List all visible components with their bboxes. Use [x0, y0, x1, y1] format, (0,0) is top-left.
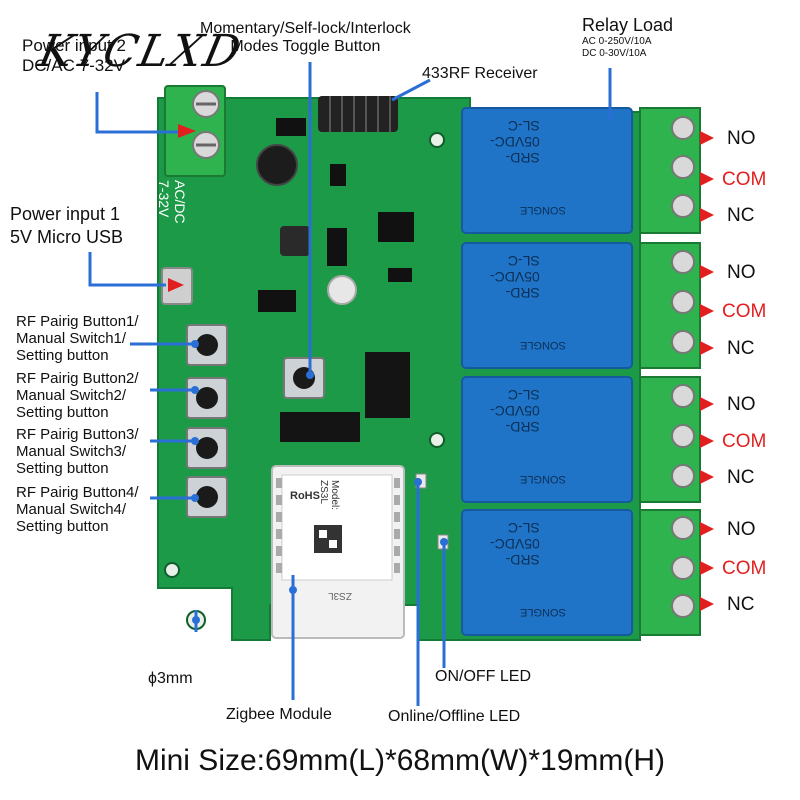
relay-model-print: SRD-05VDC-SL-C: [489, 520, 540, 568]
relay-model-print: SRD-05VDC-SL-C: [489, 253, 540, 301]
rf-button-1-label: RF Pairig Button1/ Manual Switch1/ Setti…: [16, 313, 139, 364]
relay-brand-print: SONGLE: [520, 339, 566, 351]
mounting-hole: [429, 132, 445, 148]
rf-button-2: [186, 377, 228, 419]
rf-button-4: [186, 476, 228, 518]
online-offline-led-label: Online/Offline LED: [388, 708, 521, 725]
relay-terminal-block: [639, 107, 701, 636]
pointer-lines: [88, 62, 612, 706]
relay-2-com-label: COM: [722, 301, 767, 322]
relay-3-com-label: COM: [722, 431, 767, 452]
relay-3-no-label: NO: [727, 394, 756, 415]
size-footer: Mini Size:69mm(L)*68mm(W)*19mm(H): [134, 744, 666, 777]
relay-1: [461, 107, 633, 234]
relay-3: [461, 376, 633, 503]
module-name-print: ZS3L: [328, 590, 352, 601]
relay-1-com-label: COM: [722, 169, 767, 190]
power-input2-arrow-head: [178, 124, 196, 138]
onoff-led-label: ON/OFF LED: [435, 668, 532, 685]
relay-4-com-label: COM: [722, 558, 767, 579]
rf-receiver-label: 433RF Receiver: [422, 65, 538, 82]
rohs-print: RoHS: [290, 490, 320, 502]
relay-load-label: Relay Load AC 0-250V/10A DC 0-30V/10A: [582, 15, 674, 59]
relay-brand-print: SONGLE: [520, 204, 566, 216]
zigbee-module-label: Zigbee Module: [226, 706, 332, 723]
relay-4-no-label: NO: [727, 519, 756, 540]
relay-brand-print: SONGLE: [520, 606, 566, 618]
relay-model-print: SRD-05VDC-SL-C: [489, 118, 540, 166]
relay-brand-print: SONGLE: [520, 473, 566, 485]
rf-button-3-label: RF Pairig Button3/ Manual Switch3/ Setti…: [16, 426, 139, 477]
mounting-hole: [429, 432, 445, 448]
relay-2-nc-label: NC: [727, 338, 755, 359]
hole-label: ϕ3mm: [148, 670, 193, 687]
rf-button-3: [186, 427, 228, 469]
capacitor: [256, 144, 298, 186]
module-model-print: Model: ZS3L: [318, 480, 340, 511]
rf-button-4-label: RF Pairig Button4/ Manual Switch4/ Setti…: [16, 484, 139, 535]
mounting-hole: [164, 562, 180, 578]
ic-chip: [365, 352, 410, 418]
qr-code: [314, 525, 342, 553]
power-input-1-label: Power input 1 5V Micro USB: [10, 204, 124, 247]
relay-3-nc-label: NC: [727, 467, 755, 488]
ic-chip: [280, 412, 360, 442]
terminal-screws: [671, 116, 695, 618]
relay-4: [461, 509, 633, 636]
relay-1-no-label: NO: [727, 128, 756, 149]
power-input-2-label: Power input 2 DC/AC 7-32V: [22, 36, 126, 75]
rf-button-2-label: RF Pairig Button2/ Manual Switch2/ Setti…: [16, 370, 139, 421]
toggle-button-label: Momentary/Self-lock/Interlock Modes Togg…: [200, 20, 411, 55]
usb-arrow-head: [168, 278, 184, 292]
terminal-arrows: [700, 131, 714, 611]
relay-model-print: SRD-05VDC-SL-C: [489, 387, 540, 435]
inductor: [280, 226, 310, 256]
rf-button-1: [186, 324, 228, 366]
relay-2-no-label: NO: [727, 262, 756, 283]
power-terminal-print: AC/DC 7-32V: [156, 180, 188, 224]
relay-4-nc-label: NC: [727, 594, 755, 615]
relay-2: [461, 242, 633, 369]
relay-1-nc-label: NC: [727, 205, 755, 226]
